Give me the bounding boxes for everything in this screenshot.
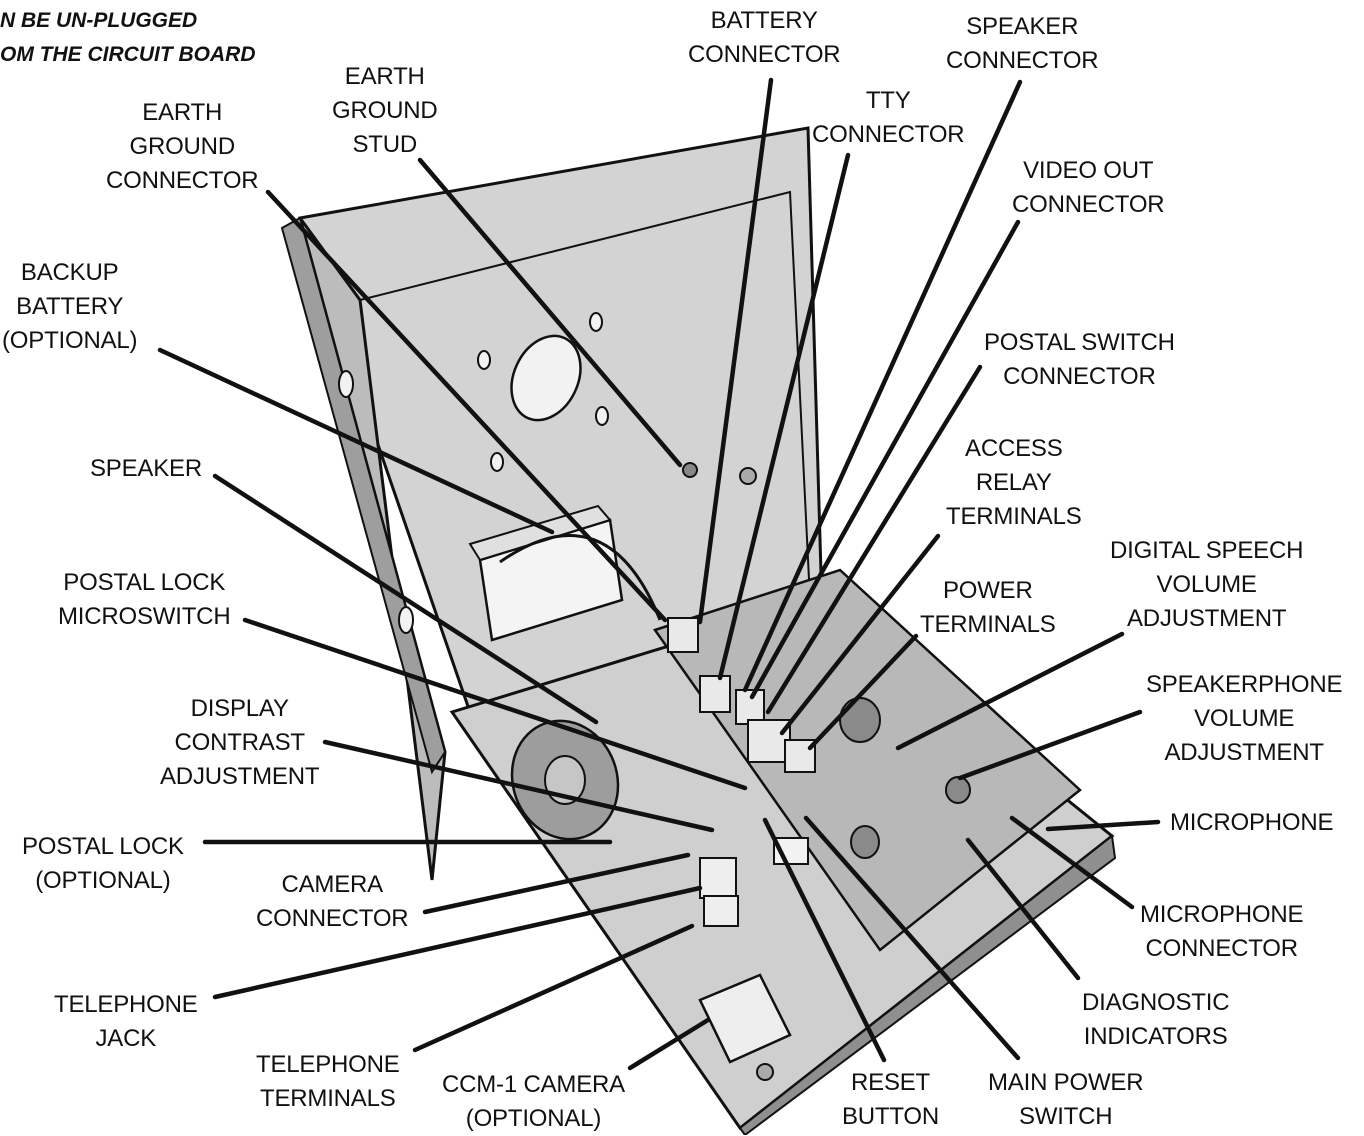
leader-speaker bbox=[212, 473, 599, 725]
side-hole bbox=[398, 606, 414, 634]
label-display-contrast: DISPLAY CONTRAST ADJUSTMENT bbox=[160, 695, 320, 790]
panel-hole bbox=[589, 312, 603, 332]
label-backup-battery: BACKUP BATTERY (OPTIONAL) bbox=[2, 259, 138, 354]
label-postal-lock-microswitch: POSTAL LOCK MICROSWITCH bbox=[58, 569, 231, 630]
panel-hole bbox=[595, 406, 609, 426]
terminal-block bbox=[747, 719, 791, 763]
leader-tty-connector bbox=[717, 152, 851, 681]
leader-postal-lock-microswitch bbox=[242, 617, 748, 791]
leader-ccm1-camera bbox=[627, 1017, 711, 1071]
note-line: N BE UN-PLUGGED bbox=[0, 9, 198, 32]
label-postal-lock: POSTAL LOCK (OPTIONAL) bbox=[22, 833, 184, 894]
capacitor bbox=[850, 825, 880, 859]
leader-digital-speech bbox=[895, 631, 1125, 751]
leader-video-out bbox=[749, 219, 1021, 700]
leader-postal-switch bbox=[765, 364, 983, 715]
base-tray-lip bbox=[738, 834, 1117, 1135]
leader-reset-button bbox=[762, 817, 887, 1063]
label-camera-connector: CAMERA CONNECTOR bbox=[256, 871, 409, 932]
label-digital-speech-volume: DIGITAL SPEECH VOLUME ADJUSTMENT bbox=[1110, 537, 1304, 632]
enclosure-inner-edge bbox=[359, 190, 811, 601]
jack-block bbox=[699, 857, 737, 899]
label-power-terminals: POWER TERMINALS bbox=[920, 577, 1056, 638]
panel-hole bbox=[477, 350, 491, 370]
leader-power-terminals bbox=[807, 633, 919, 751]
leader-battery-connector bbox=[697, 77, 774, 625]
leader-speakerphone bbox=[957, 709, 1143, 781]
leader-microphone-connector bbox=[1009, 815, 1135, 910]
label-ccm1-camera: CCM-1 CAMERA (OPTIONAL) bbox=[442, 1071, 625, 1132]
leader-microphone bbox=[1045, 819, 1161, 832]
connector-block bbox=[699, 675, 731, 713]
leader-telephone-terminals bbox=[412, 923, 695, 1053]
leader-camera-connector bbox=[422, 852, 691, 915]
leader-speaker-connector bbox=[742, 79, 1023, 693]
connector-block bbox=[735, 689, 765, 725]
side-hole bbox=[338, 370, 354, 398]
unplug-note: N BE UN-PLUGGED OM THE CIRCUIT BOARD bbox=[0, 4, 256, 72]
nut bbox=[739, 467, 757, 485]
battery-top bbox=[468, 504, 612, 562]
panel-large-hole bbox=[510, 334, 582, 422]
panel-hole bbox=[490, 452, 504, 472]
leader-access-relay bbox=[779, 533, 941, 736]
leader-main-power bbox=[803, 815, 1021, 1061]
jack-block bbox=[703, 895, 739, 927]
label-diagnostic-indicators: DIAGNOSTIC INDICATORS bbox=[1082, 989, 1230, 1050]
camera-housing bbox=[698, 973, 792, 1064]
label-battery-connector: BATTERY CONNECTOR bbox=[688, 7, 841, 68]
label-telephone-jack: TELEPHONE JACK bbox=[54, 991, 198, 1052]
label-video-out-connector: VIDEO OUT CONNECTOR bbox=[1012, 157, 1165, 218]
leader-earth-ground-stud bbox=[417, 157, 683, 468]
leader-telephone-jack bbox=[212, 885, 703, 1000]
label-microphone-connector: MICROPHONE CONNECTOR bbox=[1140, 901, 1304, 962]
label-telephone-terminals: TELEPHONE TERMINALS bbox=[256, 1051, 400, 1112]
leader-earth-ground-connector bbox=[265, 189, 668, 623]
label-access-relay-terminals: ACCESS RELAY TERMINALS bbox=[946, 435, 1082, 530]
label-earth-ground-stud: EARTH GROUND STUD bbox=[332, 63, 438, 158]
label-earth-ground-connector: EARTH GROUND CONNECTOR bbox=[106, 99, 259, 194]
label-speakerphone-volume: SPEAKERPHONE VOLUME ADJUSTMENT bbox=[1146, 671, 1343, 766]
camera-screw bbox=[756, 1063, 774, 1081]
label-main-power-switch: MAIN POWER SWITCH bbox=[988, 1069, 1144, 1130]
connector-block bbox=[667, 617, 699, 653]
label-speaker-connector: SPEAKER CONNECTOR bbox=[946, 13, 1099, 74]
note-line: OM THE CIRCUIT BOARD bbox=[0, 43, 256, 66]
label-microphone: MICROPHONE bbox=[1170, 809, 1334, 836]
leader-diagnostic bbox=[965, 837, 1081, 981]
label-reset-button: RESET BUTTON bbox=[842, 1069, 940, 1130]
label-postal-switch-connector: POSTAL SWITCH CONNECTOR bbox=[984, 329, 1175, 390]
leader-display-contrast bbox=[322, 739, 715, 833]
label-speaker: SPEAKER bbox=[90, 455, 202, 482]
capacitor bbox=[945, 776, 971, 804]
ground-stud bbox=[682, 462, 698, 478]
label-tty-connector: TTY CONNECTOR bbox=[812, 87, 965, 148]
leader-backup-battery bbox=[157, 347, 555, 535]
capacitor bbox=[839, 697, 881, 743]
